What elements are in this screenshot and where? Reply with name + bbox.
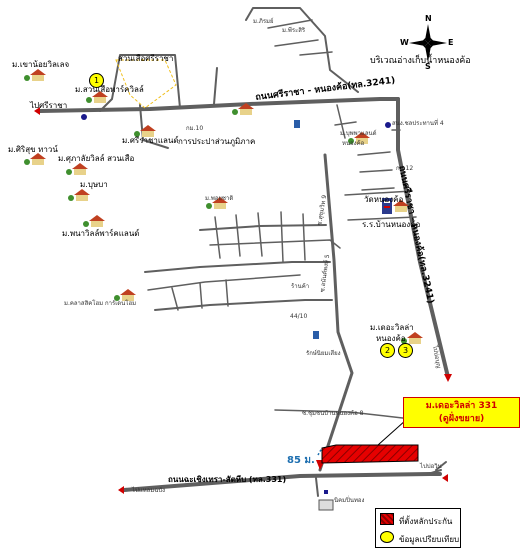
legend-text-comparison: ข้อมูลเปรียบเทียบ xyxy=(399,535,460,544)
arrow-east-bottom xyxy=(442,474,448,482)
house-icons xyxy=(24,69,423,344)
school-label: สนง.ชลประทานที่ 4 xyxy=(392,120,444,127)
bottom-road-label: ถนนฉะเชิงเทรา-สัตหีบ (ทล.331) xyxy=(168,475,287,484)
bupha-label: ม.บุพพาแลนด์ xyxy=(340,130,377,137)
legend-swatch-comparison xyxy=(380,531,394,543)
phanarin-label: ม.พนาวิลล์พาร์คแลนด์ xyxy=(62,229,140,238)
nong-kho-label: หนองค้อ xyxy=(376,334,406,343)
factory-marker xyxy=(318,499,334,511)
suan-suea-label: ม.สวนเสือพาร์ควิลล์ xyxy=(75,85,144,94)
park-project-label: การประปาส่วนภูมิภาค xyxy=(178,137,256,146)
compass-w: W xyxy=(400,38,409,47)
park-marker xyxy=(294,120,300,128)
legend-text-collateral: ที่ตั้งหลักประกัน xyxy=(399,517,453,526)
khao-noi-label: ม.เขาน้อยวิลเลจ xyxy=(12,60,70,69)
compass-e: E xyxy=(448,38,454,47)
to-bo-win-label: ไปบ่อวิน xyxy=(420,463,442,470)
comparison-marker-3[interactable]: 3 xyxy=(398,343,413,358)
compass-n: N xyxy=(425,14,432,23)
arrow-south xyxy=(444,374,452,382)
shrine-marker xyxy=(81,114,87,120)
pin-thong-label: นิคมปิ่นทอง xyxy=(334,497,365,504)
sriracha-town-label: ม.ศิริสุข ทาวน์ xyxy=(8,145,58,154)
distance-indicator xyxy=(317,447,323,456)
suan-suea-side-label: สวนเสือศรีราชา xyxy=(118,54,174,63)
km10-label: กม.10 xyxy=(186,125,204,132)
distance-label: 85 ม. xyxy=(287,455,315,466)
subject-callout: ม.เดอะวิลล่า 331 (ดูฝั่งขยาย) xyxy=(403,397,520,428)
to-laem-label: ไปแหลมฉบัง xyxy=(132,487,166,494)
reservoir-label: บริเวณอ่างเก็บน้ำหนองค้อ xyxy=(370,56,471,66)
market-label: ร้านค้า xyxy=(291,283,310,290)
bottom-road-line xyxy=(122,472,442,492)
rak-marker xyxy=(313,331,319,339)
yellow-boundary xyxy=(115,59,177,109)
km12-label: กม.12 xyxy=(396,165,414,172)
to-sriracha-label: ไปศรีราชา xyxy=(30,101,68,110)
kanlayawin-label: ม.ศุภาลัยวิลล์ สวนเสือ xyxy=(58,154,135,163)
map-legend: ที่ตั้งหลักประกัน ข้อมูลเปรียบเทียบ xyxy=(375,508,461,548)
compass-rose: N S W E xyxy=(400,15,454,71)
compass-icon xyxy=(409,24,447,62)
callout-line-1: ม.เดอะวิลล่า 331 xyxy=(425,401,498,411)
arrow-west xyxy=(34,107,40,115)
gov-marker xyxy=(385,122,391,128)
bottom-road-end xyxy=(435,461,447,471)
comparison-marker-1[interactable]: 1 xyxy=(89,73,104,88)
arrow-west-bottom xyxy=(118,486,124,494)
subject-plot[interactable] xyxy=(321,444,419,464)
callout-line-2: (ดูฝั่งขยาย) xyxy=(438,414,485,424)
nong-kho-sub-label: หนองค้อ xyxy=(342,140,365,147)
top-village-label: ม.พีระสิริ xyxy=(282,27,306,34)
comparison-marker-2[interactable]: 2 xyxy=(380,343,395,358)
num4410-label: 44/10 xyxy=(290,313,308,320)
compass-s: S xyxy=(425,62,431,71)
rak-label: รักษ์นิยมเสียง xyxy=(306,350,341,357)
callout-pointer xyxy=(377,419,407,446)
legend-swatch-collateral xyxy=(380,513,394,525)
phayao-label: ม.พอยซาดิ xyxy=(205,195,234,202)
school-nongkho-label: ร.ร.บ้านหนองค้อ xyxy=(362,220,421,229)
central-road-line xyxy=(318,153,354,472)
wat-label: วัดหนองค้อ xyxy=(364,195,404,204)
soi-rd-label: ซ.ชุมชนบ้านหนองค้อ 8 xyxy=(302,410,364,417)
classic-label: ม.คลาสสิคโฮม การ์เดนโฮม xyxy=(64,300,137,307)
bottom-road-branch xyxy=(315,477,319,497)
office-marker xyxy=(324,490,328,494)
sriracha-land-label: ม.ศรีราชาแลนด์ xyxy=(122,136,179,145)
main-road-line xyxy=(38,97,400,113)
bunna-label: ม.บุษบา xyxy=(80,180,108,189)
top-village-2-label: ม.ภิรมย์ xyxy=(253,18,274,25)
the-villa-label: ม.เดอะวิลล่า xyxy=(370,323,414,332)
